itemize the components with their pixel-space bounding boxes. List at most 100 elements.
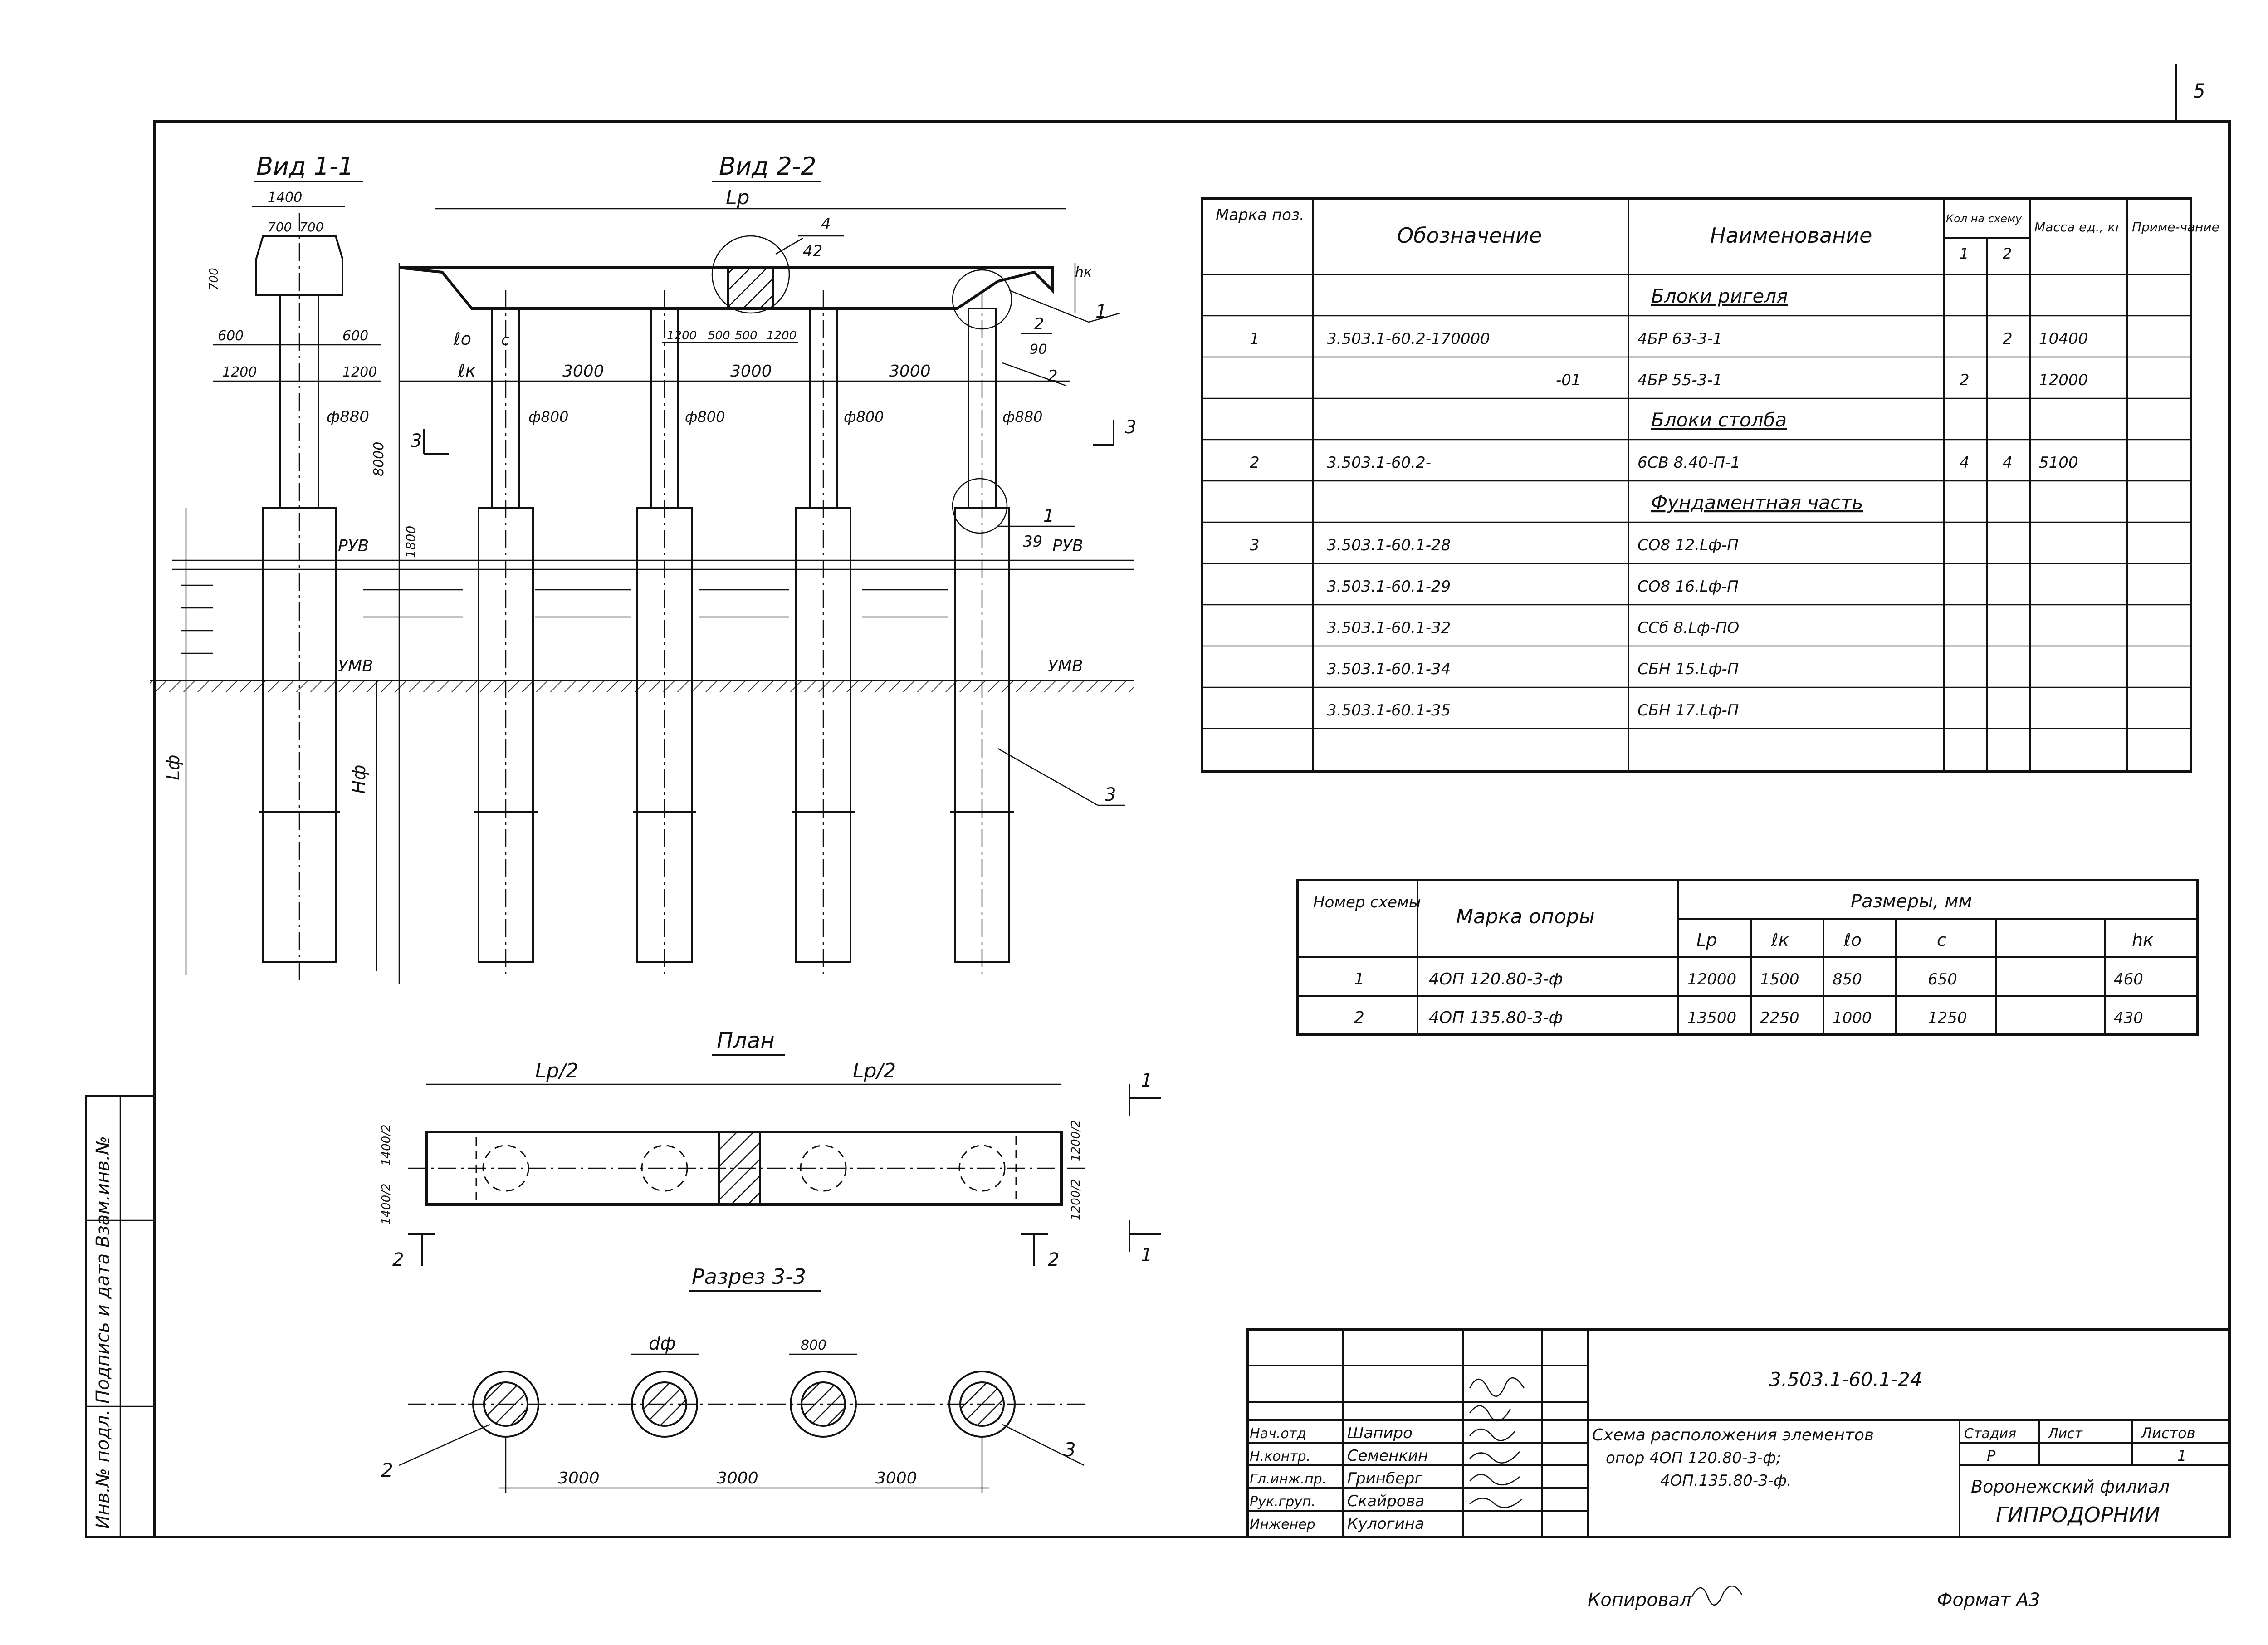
dim-row-value: 13500	[1687, 1009, 1736, 1027]
svg-text:опор 4ОП 120.80-3-ф;: опор 4ОП 120.80-3-ф;	[1606, 1449, 1781, 1467]
section-3-3: Разрез 3-3 dф 800 2 3 3000 3000 3000	[381, 1264, 1089, 1493]
dim-row-value: 2250	[1760, 1009, 1799, 1027]
svg-text:2: 2	[392, 1249, 404, 1270]
spec-cell: СО8 16.Lф-П	[1637, 578, 1739, 596]
dim-col-header: Lр	[1696, 930, 1717, 950]
svg-text:3000: 3000	[889, 362, 931, 381]
spec-cell: 5100	[2039, 454, 2078, 472]
spec-cell: 3.503.1-60.1-34	[1327, 660, 1451, 678]
svg-text:Кол на схему: Кол на схему	[1946, 212, 2022, 225]
svg-text:2: 2	[1048, 1249, 1059, 1270]
view-1-1: Вид 1-1 1400 700 700 700 600 600 1200 12…	[163, 152, 381, 980]
corner-mark: 5	[2193, 80, 2205, 102]
dim-col-header: с	[1937, 930, 1946, 950]
svg-text:РУВ: РУВ	[1052, 537, 1083, 555]
spec-cell: СБН 17.Lф-П	[1637, 701, 1739, 720]
dim-col-header: ℓо	[1843, 930, 1862, 950]
spec-cell: Блоки ригеля	[1651, 285, 1788, 307]
svg-text:2: 2	[2003, 245, 2012, 262]
svg-text:ф800: ф800	[528, 408, 568, 426]
svg-text:500: 500	[708, 329, 730, 343]
spec-table: Марка поз. Обозначение Наименование Кол …	[1201, 197, 2219, 773]
svg-text:dф: dф	[649, 1333, 676, 1354]
spec-cell: 3	[1250, 536, 1260, 554]
tb-name: Семенкин	[1347, 1447, 1428, 1465]
svg-text:1200: 1200	[667, 329, 697, 343]
spec-cell: 4	[2003, 454, 2013, 472]
tb-role: Гл.инж.пр.	[1250, 1471, 1326, 1487]
tb-role: Нач.отд	[1250, 1426, 1306, 1442]
svg-text:1800: 1800	[403, 526, 418, 558]
spec-cell: СО8 12.Lф-П	[1637, 536, 1739, 554]
view-2-2-title: Вид 2-2	[719, 152, 816, 181]
dim-row-value: 650	[1928, 970, 1957, 989]
svg-text:1400/2: 1400/2	[380, 1184, 393, 1225]
organization: ГИПРОДОРНИИ	[1996, 1503, 2160, 1527]
svg-text:1: 1	[1141, 1070, 1152, 1091]
svg-text:Наименование: Наименование	[1710, 223, 1872, 248]
svg-text:90: 90	[1030, 342, 1047, 357]
view-2-2: Вид 2-2 Lр РУВ РУВ УМВ УМВ 4	[150, 152, 1136, 984]
spec-cell: 4БР 55-3-1	[1637, 371, 1722, 389]
spec-cell: 10400	[2039, 330, 2088, 348]
svg-text:Р: Р	[1987, 1447, 1996, 1464]
spec-cell: 3.503.1-60.2-	[1327, 454, 1431, 472]
svg-text:ф800: ф800	[685, 408, 725, 426]
svg-text:Схема расположения элементов: Схема расположения элементов	[1592, 1426, 1874, 1444]
svg-text:1: 1	[1141, 1245, 1152, 1266]
svg-text:ф880: ф880	[1002, 408, 1042, 426]
svg-text:Марка поз.: Марка поз.	[1216, 206, 1305, 224]
svg-text:Воронежский филиал: Воронежский филиал	[1971, 1477, 2170, 1497]
footer-copied: Копировал	[1588, 1590, 1691, 1611]
svg-text:с: с	[501, 331, 509, 348]
svg-text:Нф: Нф	[349, 765, 370, 794]
dim-row-value: 1250	[1928, 1009, 1967, 1027]
side-stamp-text: Инв.№ подл. Подпись и дата Взам.инв.№	[93, 1136, 113, 1529]
svg-text:700: 700	[268, 220, 292, 235]
svg-text:1200/2: 1200/2	[1069, 1120, 1083, 1161]
svg-text:3000: 3000	[875, 1469, 917, 1488]
svg-text:600: 600	[218, 328, 244, 344]
dim-row-number: 1	[1354, 970, 1364, 989]
copier-signature	[1691, 1585, 1743, 1606]
footer-format: Формат А3	[1937, 1590, 2040, 1611]
svg-text:8000: 8000	[371, 442, 387, 476]
svg-text:2: 2	[381, 1459, 393, 1481]
svg-text:1400: 1400	[268, 190, 302, 206]
dim-row-value: 850	[1833, 970, 1862, 989]
spec-cell: 12000	[2039, 371, 2088, 389]
dim-row-mark: 4ОП 135.80-3-ф	[1429, 1009, 1563, 1027]
svg-text:УМВ: УМВ	[338, 657, 373, 676]
svg-text:42: 42	[803, 242, 822, 260]
view-1-1-diameter: ф880	[327, 408, 369, 426]
spec-cell: 2	[1960, 371, 1970, 389]
svg-text:4: 4	[821, 215, 831, 233]
svg-text:hк: hк	[1075, 264, 1092, 280]
svg-text:1200: 1200	[222, 364, 257, 380]
svg-text:1200/2: 1200/2	[1069, 1179, 1083, 1220]
svg-text:3: 3	[411, 431, 422, 451]
section-3-3-title: Разрез 3-3	[692, 1264, 806, 1289]
svg-text:ℓо: ℓо	[453, 329, 471, 349]
tb-name: Кулогина	[1347, 1515, 1424, 1533]
svg-text:Lр/2: Lр/2	[853, 1059, 896, 1082]
spec-cell: Блоки столба	[1651, 409, 1787, 431]
spec-cell: 3.503.1-60.1-29	[1327, 578, 1451, 596]
svg-text:3000: 3000	[730, 362, 772, 381]
spec-cell: ССб 8.Lф-ПО	[1637, 619, 1739, 637]
dim-row-value: 1000	[1833, 1009, 1872, 1027]
svg-text:Lр: Lр	[726, 186, 749, 209]
svg-text:Приме-чание: Приме-чание	[2132, 220, 2219, 235]
svg-text:600: 600	[342, 328, 368, 344]
svg-text:1: 1	[1043, 506, 1054, 526]
svg-text:Марка опоры: Марка опоры	[1456, 905, 1595, 928]
svg-text:39: 39	[1023, 533, 1042, 551]
dim-row-value: 430	[2114, 1009, 2143, 1027]
svg-text:Размеры, мм: Размеры, мм	[1851, 891, 1972, 912]
spec-cell: 1	[1250, 330, 1260, 348]
svg-text:ф800: ф800	[844, 408, 884, 426]
dim-row-value: 12000	[1687, 970, 1736, 989]
sheet-border	[153, 120, 2231, 1538]
svg-text:700: 700	[299, 220, 323, 235]
